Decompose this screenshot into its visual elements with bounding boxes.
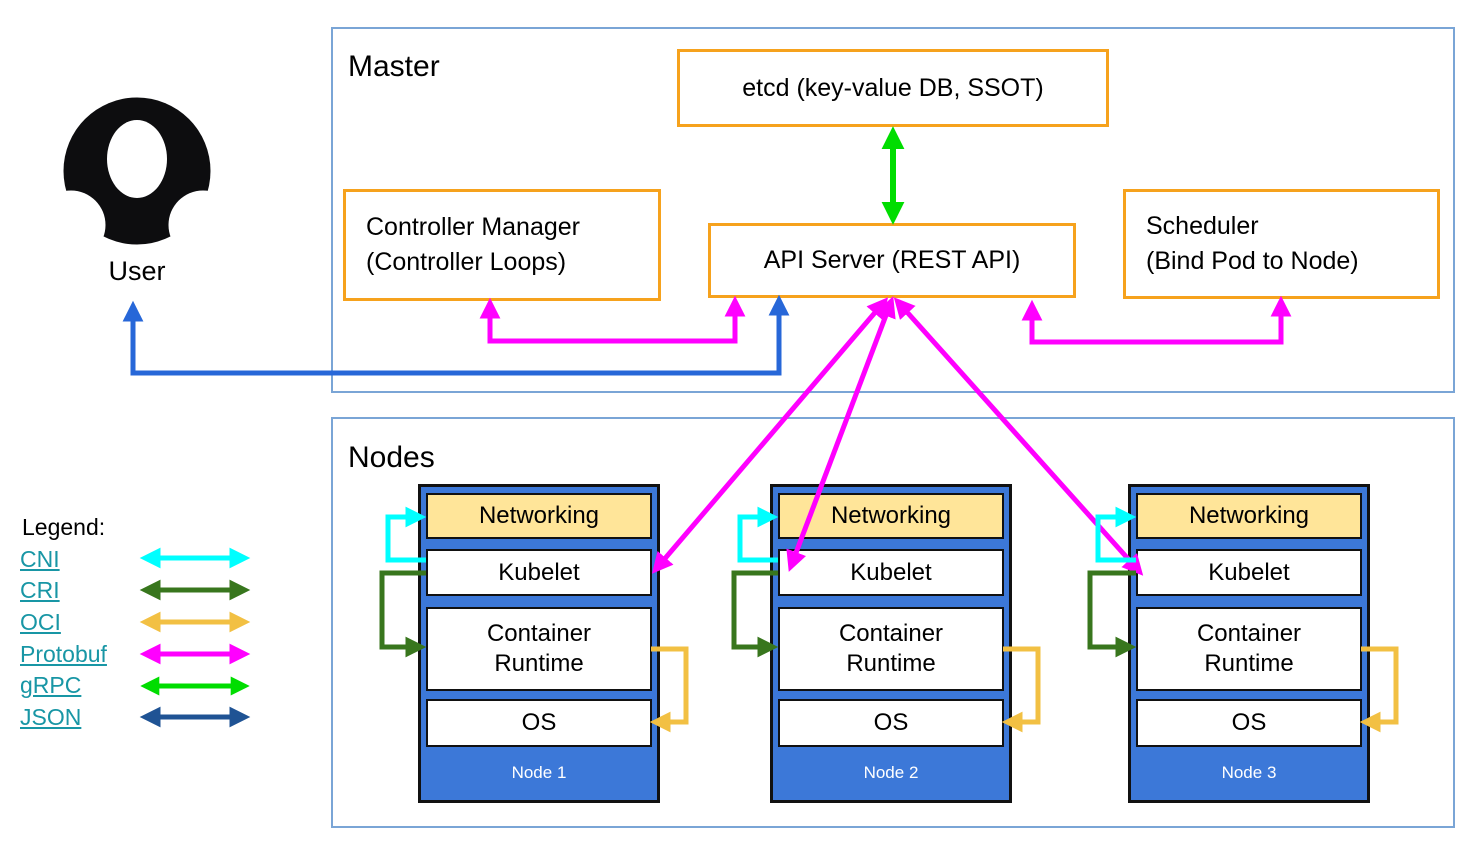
kubelet-label: Kubelet [498, 558, 580, 586]
node-1-networking-box: Networking [426, 493, 652, 539]
node-3-os-box: OS [1136, 699, 1362, 747]
scheduler-label-line2: (Bind Pod to Node) [1146, 247, 1359, 275]
user-label: User [108, 256, 166, 286]
legend-link-cni[interactable]: CNI [20, 546, 60, 572]
node-3-name: Node 3 [1221, 763, 1277, 782]
legend-title: Legend: [22, 514, 106, 540]
node-2-os-box: OS [778, 699, 1004, 747]
container-runtime-label: Container Runtime [486, 620, 592, 677]
scheduler-label-line1: Scheduler [1146, 212, 1259, 240]
etcd-label: etcd (key-value DB, SSOT) [742, 73, 1044, 102]
os-label: OS [521, 709, 557, 736]
os-label: OS [1231, 709, 1267, 736]
user-icon [62, 97, 212, 246]
legend-link-grpc[interactable]: gRPC [20, 672, 82, 698]
legend-link-oci[interactable]: OCI [20, 609, 61, 635]
networking-label: Networking [478, 502, 600, 529]
etcd-box: etcd (key-value DB, SSOT) [677, 49, 1109, 127]
networking-label: Networking [830, 502, 952, 529]
networking-label: Networking [1188, 502, 1310, 529]
node-2: Networking Kubelet Container Runtime OS … [770, 484, 1012, 803]
node-1: Networking Kubelet Container Runtime OS … [418, 484, 660, 803]
node-2-container-runtime-box: Container Runtime [778, 607, 1004, 691]
node-1-kubelet-box: Kubelet [426, 549, 652, 596]
node-1-name: Node 1 [511, 763, 567, 782]
node-3-networking-box: Networking [1136, 493, 1362, 539]
node-3: Networking Kubelet Container Runtime OS … [1128, 484, 1370, 803]
controller-manager-label-line1: Controller Manager [366, 213, 580, 241]
controller-manager-box: Controller Manager (Controller Loops) [343, 189, 661, 301]
node-3-kubelet-box: Kubelet [1136, 549, 1362, 596]
scheduler-box: Scheduler (Bind Pod to Node) [1123, 189, 1440, 299]
node-1-container-runtime-box: Container Runtime [426, 607, 652, 691]
controller-manager-label-line2: (Controller Loops) [366, 248, 567, 276]
node-1-os-box: OS [426, 699, 652, 747]
api-server-label: API Server (REST API) [763, 246, 1021, 274]
os-label: OS [873, 709, 909, 736]
kubelet-label: Kubelet [850, 558, 932, 586]
nodes-section-title: Nodes [348, 441, 435, 474]
node-2-name: Node 2 [863, 763, 919, 782]
kubelet-label: Kubelet [1208, 558, 1290, 586]
legend-link-cri[interactable]: CRI [20, 577, 60, 603]
legend-link-json[interactable]: JSON [20, 704, 82, 730]
master-section-title: Master [348, 50, 440, 83]
api-server-box: API Server (REST API) [708, 223, 1076, 298]
container-runtime-label: Container Runtime [1196, 620, 1302, 677]
node-2-networking-box: Networking [778, 493, 1004, 539]
legend-link-protobuf[interactable]: Protobuf [20, 641, 107, 667]
node-2-kubelet-box: Kubelet [778, 549, 1004, 596]
node-3-container-runtime-box: Container Runtime [1136, 607, 1362, 691]
container-runtime-label: Container Runtime [838, 620, 944, 677]
